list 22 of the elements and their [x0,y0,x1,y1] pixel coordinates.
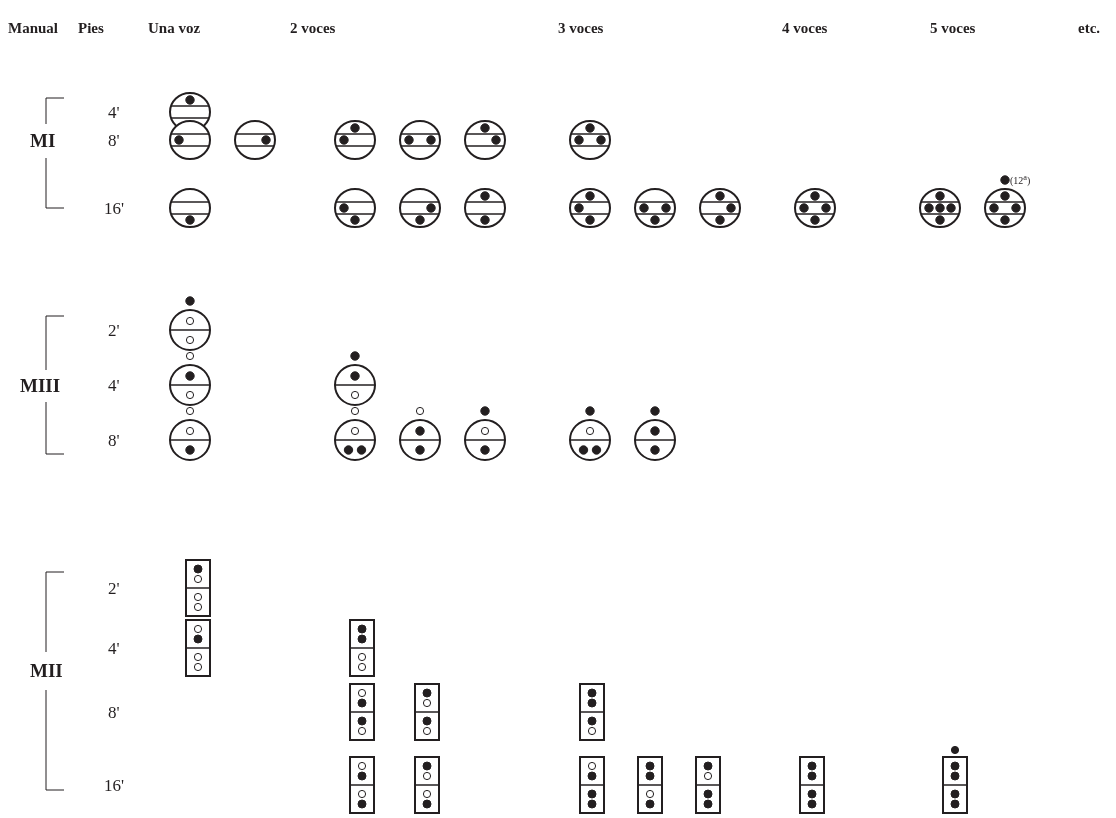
feet-label: 4' [108,639,120,657]
column-header: Pies [78,20,104,36]
column-header: 4 voces [782,20,828,36]
note: (12$^{a}$) [1010,173,1031,187]
column-header: 5 voces [930,20,976,36]
feet-label: 16' [104,199,125,217]
feet-label: 16' [104,776,125,794]
feet-label: 8' [108,703,120,721]
column-header: Una voz [148,20,201,36]
column-header: 3 voces [558,20,604,36]
feet-label: 4' [108,376,120,394]
column-header: 2 voces [290,20,336,36]
manual-label: MII [30,660,63,680]
column-header: Manual [8,20,58,36]
feet-label: 8' [108,431,120,449]
manual-label: MI [30,130,56,150]
manual-label: MIII [20,375,61,395]
feet-label: 8' [108,131,120,149]
feet-label: 2' [108,579,120,597]
column-header: etc. [1078,20,1101,36]
feet-label: 4' [108,103,120,121]
feet-label: 2' [108,321,120,339]
